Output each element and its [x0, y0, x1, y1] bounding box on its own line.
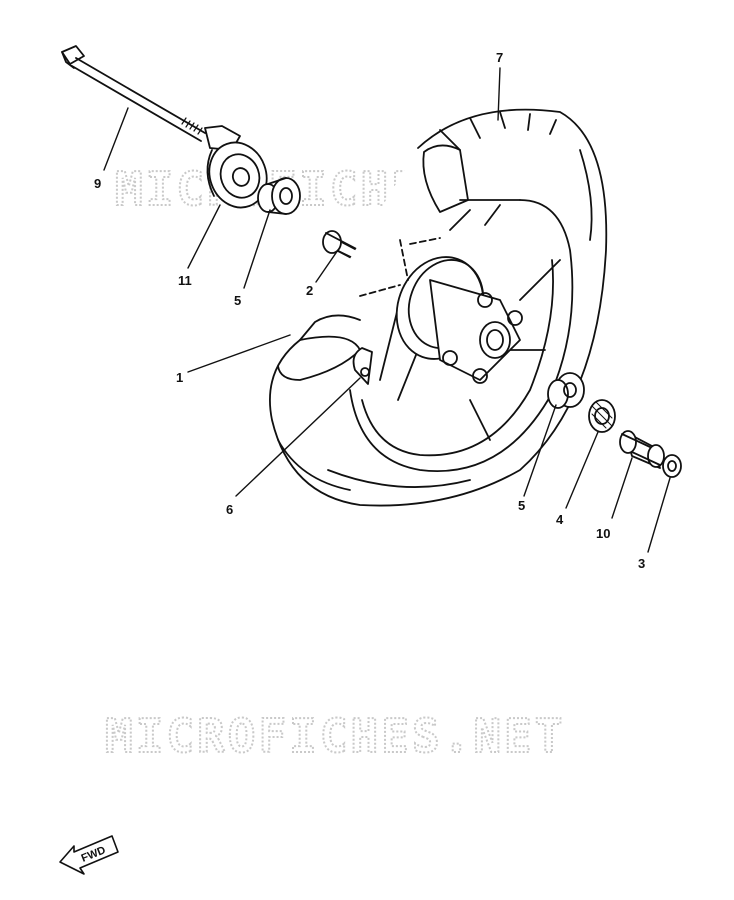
axle-bolt-part [61, 45, 206, 142]
callout-5-right: 5 [518, 498, 525, 513]
nut-part [662, 454, 682, 478]
meter-gear-part [204, 125, 268, 209]
callout-7: 7 [496, 50, 503, 65]
callout-2: 2 [306, 283, 313, 298]
callout-11: 11 [178, 273, 192, 288]
callout-9: 9 [94, 176, 101, 191]
watermark-bottom: MICROFICHES.NET [105, 709, 565, 763]
callout-4: 4 [556, 512, 564, 527]
collar-part [619, 430, 665, 469]
callout-1: 1 [176, 370, 183, 385]
leader-lines [103, 67, 671, 553]
callout-10: 10 [596, 526, 610, 541]
left-bearing-part [257, 177, 301, 215]
oil-seal-part [588, 399, 616, 433]
wheel-rim-part [349, 199, 574, 472]
callout-5-left: 5 [234, 293, 241, 308]
callout-3: 3 [638, 556, 645, 571]
wheel-hub-part [359, 237, 523, 384]
right-bearing-part [547, 372, 585, 409]
callout-6: 6 [226, 502, 233, 517]
forward-arrow-icon: FWD [59, 835, 119, 875]
